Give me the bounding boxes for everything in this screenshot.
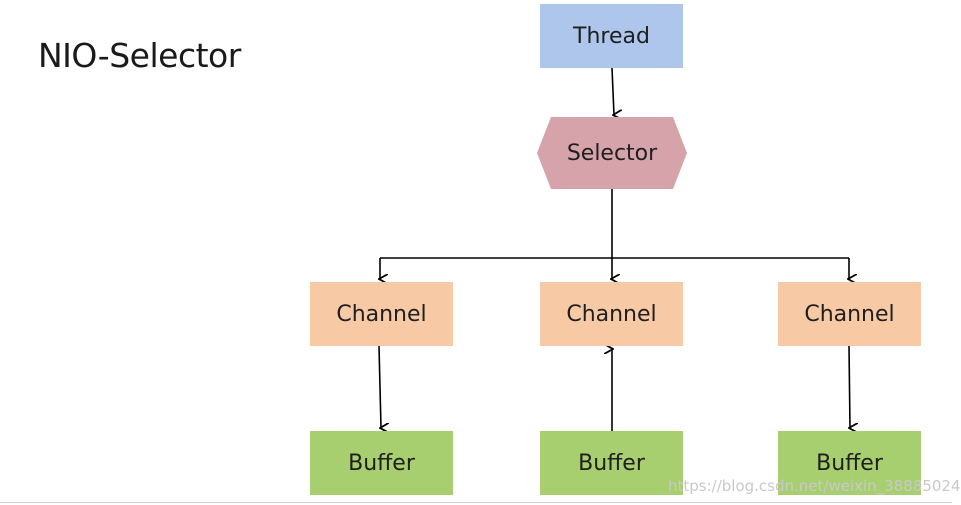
buffer-label-2: Buffer: [578, 450, 645, 476]
channel-label-2: Channel: [566, 301, 657, 327]
watermark-text: https://blog.csdn.net/weixin_38885024: [668, 477, 961, 495]
buffer-node-1: Buffer: [310, 431, 453, 495]
channel-node-2: Channel: [540, 282, 683, 346]
slide-title: NIO-Selector: [38, 36, 241, 75]
thread-node: Thread: [540, 4, 683, 68]
buffer-node-2: Buffer: [540, 431, 683, 495]
bottom-divider: [0, 502, 952, 503]
channel-label-3: Channel: [804, 301, 895, 327]
buffer-node-3: Buffer: [778, 431, 921, 495]
arrow-channel3-buffer3: [849, 345, 850, 428]
buffer-label-3: Buffer: [816, 450, 883, 476]
selector-hexagon: [537, 117, 687, 189]
thread-label: Thread: [573, 23, 650, 49]
buffer-label-1: Buffer: [348, 450, 415, 476]
arrow-thread-selector: [611, 67, 614, 115]
selector-node: Selector: [537, 117, 687, 189]
arrow-channel1-buffer1: [378, 345, 381, 428]
channel-node-3: Channel: [778, 282, 921, 346]
channel-node-1: Channel: [310, 282, 453, 346]
channel-label-1: Channel: [336, 301, 427, 327]
selector-label: Selector: [566, 140, 658, 166]
